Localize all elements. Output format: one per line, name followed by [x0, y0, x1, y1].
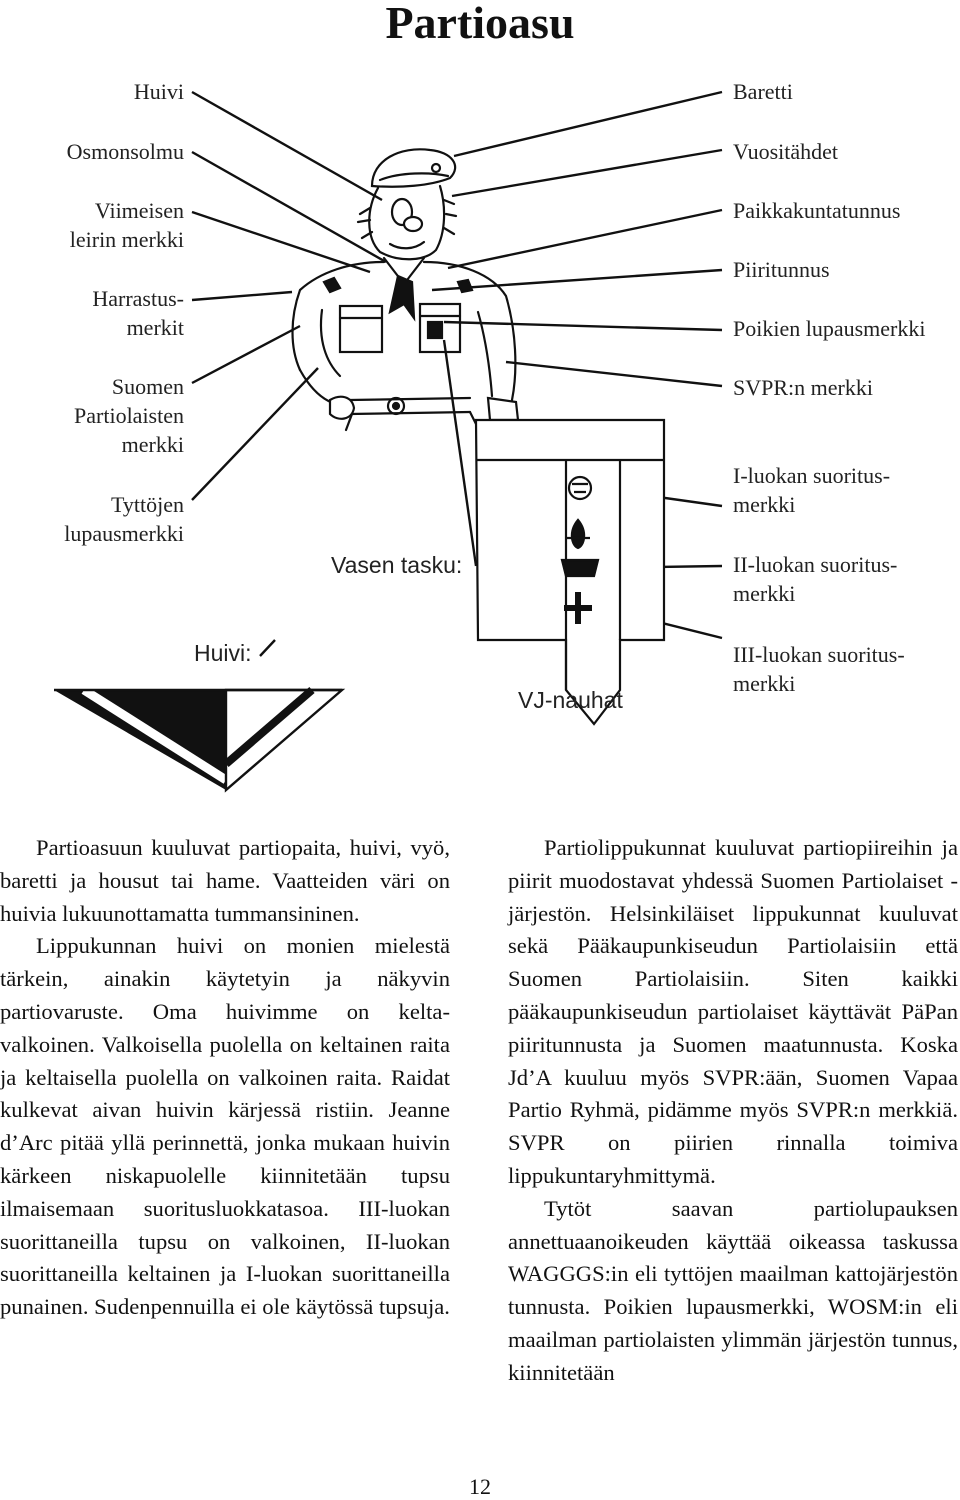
label-viimeisen-leirin-merkki: Viimeisen leirin merkki	[70, 196, 184, 254]
label-line: II-luokan suoritus-	[733, 552, 898, 577]
page-number: 12	[469, 1474, 491, 1499]
label-vj-nauhat: VJ-nauhat	[518, 687, 623, 713]
paragraph: Lippukunnan huivi on monien mielestä tär…	[0, 933, 450, 1320]
label-vuositahdet: Vuositähdet	[733, 139, 838, 164]
label-harrastusmerkit: Harrastus- merkit	[92, 284, 184, 342]
label-i-luokan-suoritusmerkki: I-luokan suoritus- merkki	[733, 461, 890, 519]
label-tyttojen-lupausmerkki: Tyttöjen lupausmerkki	[64, 490, 184, 548]
label-osmonsolmu: Osmonsolmu	[66, 139, 184, 164]
label-suomen-partiolaisten-merkki: Suomen Partiolaisten merkki	[74, 372, 184, 459]
label-svpr-merkki: SVPR:n merkki	[733, 375, 873, 400]
label-poikien-lupausmerkki: Poikien lupausmerkki	[733, 316, 926, 341]
label-vasen-tasku: Vasen tasku:	[331, 552, 463, 578]
label-huivi: Huivi	[133, 79, 184, 104]
label-line: I-luokan suoritus-	[733, 463, 891, 488]
label-ii-luokan-suoritusmerkki: II-luokan suoritus- merkki	[733, 550, 897, 608]
label-iii-luokan-suoritusmerkki: III-luokan suoritus- merkki	[733, 640, 905, 698]
scout-figure	[291, 148, 520, 432]
paragraph: Partioasuun kuuluvat partiopaita, huivi,…	[0, 835, 450, 926]
label-paikkakuntatunnus: Paikkakuntatunnus	[733, 198, 901, 223]
label-line: Partiolaisten	[74, 403, 184, 428]
label-line: merkki	[121, 432, 184, 457]
label-line: Tyttöjen	[110, 492, 184, 517]
vj-ribbon	[474, 418, 666, 726]
label-line: merkki	[733, 581, 796, 606]
label-line: merkit	[126, 315, 184, 340]
left-pointer-lines	[191, 90, 387, 501]
paragraph: Partiolippukunnat kuuluvat partiopiireih…	[508, 835, 958, 1188]
page-title: Partioasu	[385, 0, 575, 48]
label-line: Suomen	[111, 374, 184, 399]
label-line: leirin merkki	[69, 227, 184, 252]
label-line: merkki	[733, 492, 796, 517]
scarf-illustration	[54, 686, 346, 793]
body-column-left: Partioasuun kuuluvat partiopaita, huivi,…	[0, 832, 450, 1324]
label-line: Viimeisen	[94, 198, 184, 223]
scout-uniform-illustration	[54, 90, 723, 793]
label-huivi-scarf: Huivi:	[194, 640, 252, 666]
label-line: III-luokan suoritus-	[733, 642, 905, 667]
label-baretti: Baretti	[733, 79, 793, 104]
label-line: merkki	[733, 671, 796, 696]
label-line: Harrastus-	[92, 286, 184, 311]
body-column-right: Partiolippukunnat kuuluvat partiopiireih…	[508, 832, 958, 1390]
paragraph: Tytöt saavan partiolupauksen annettuaano…	[508, 1195, 958, 1385]
label-piiritunnus: Piiritunnus	[733, 257, 830, 282]
label-line: lupausmerkki	[64, 521, 184, 546]
